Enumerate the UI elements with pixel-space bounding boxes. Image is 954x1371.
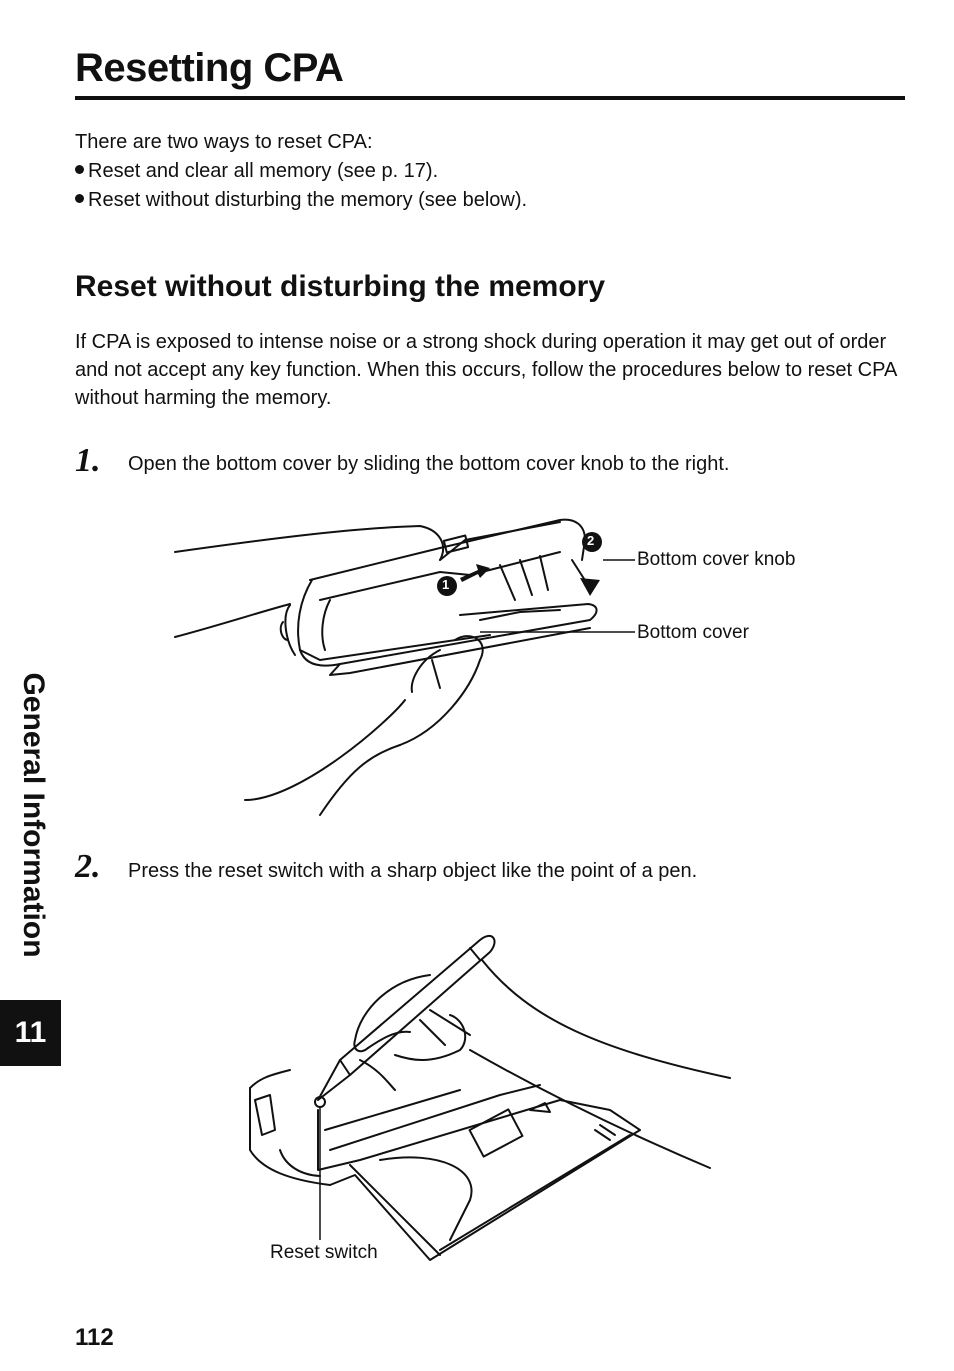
intro: There are two ways to reset CPA: Reset a… [75, 128, 527, 215]
section-body: If CPA is exposed to intense noise or a … [75, 331, 897, 409]
intro-bullet: Reset without disturbing the memory (see… [75, 186, 527, 215]
bullet-icon [75, 194, 84, 203]
bullet-icon [75, 165, 84, 174]
page-number: 112 [75, 1324, 114, 1351]
step-number-2: 2. [75, 848, 101, 885]
intro-bullet: Reset and clear all memory (see p. 17). [75, 157, 527, 186]
label-bottom-cover-knob: Bottom cover knob [637, 549, 796, 570]
step-text-2: Press the reset switch with a sharp obje… [128, 860, 698, 882]
chapter-badge: 11 [0, 1000, 61, 1066]
side-tab: General Information [8, 650, 58, 980]
callout-2: 2 [587, 533, 595, 548]
page-title: Resetting CPA [75, 46, 344, 90]
section-heading: Reset without disturbing the memory [75, 270, 606, 303]
label-reset-switch: Reset switch [270, 1242, 378, 1263]
title-rule [75, 96, 905, 100]
side-tab-label: General Information [17, 672, 50, 958]
callout-1: 1 [442, 577, 450, 592]
step-number-1: 1. [75, 442, 101, 479]
step-text-1: Open the bottom cover by sliding the bot… [128, 453, 730, 475]
label-bottom-cover: Bottom cover [637, 622, 749, 643]
intro-line: There are two ways to reset CPA: [75, 131, 373, 153]
